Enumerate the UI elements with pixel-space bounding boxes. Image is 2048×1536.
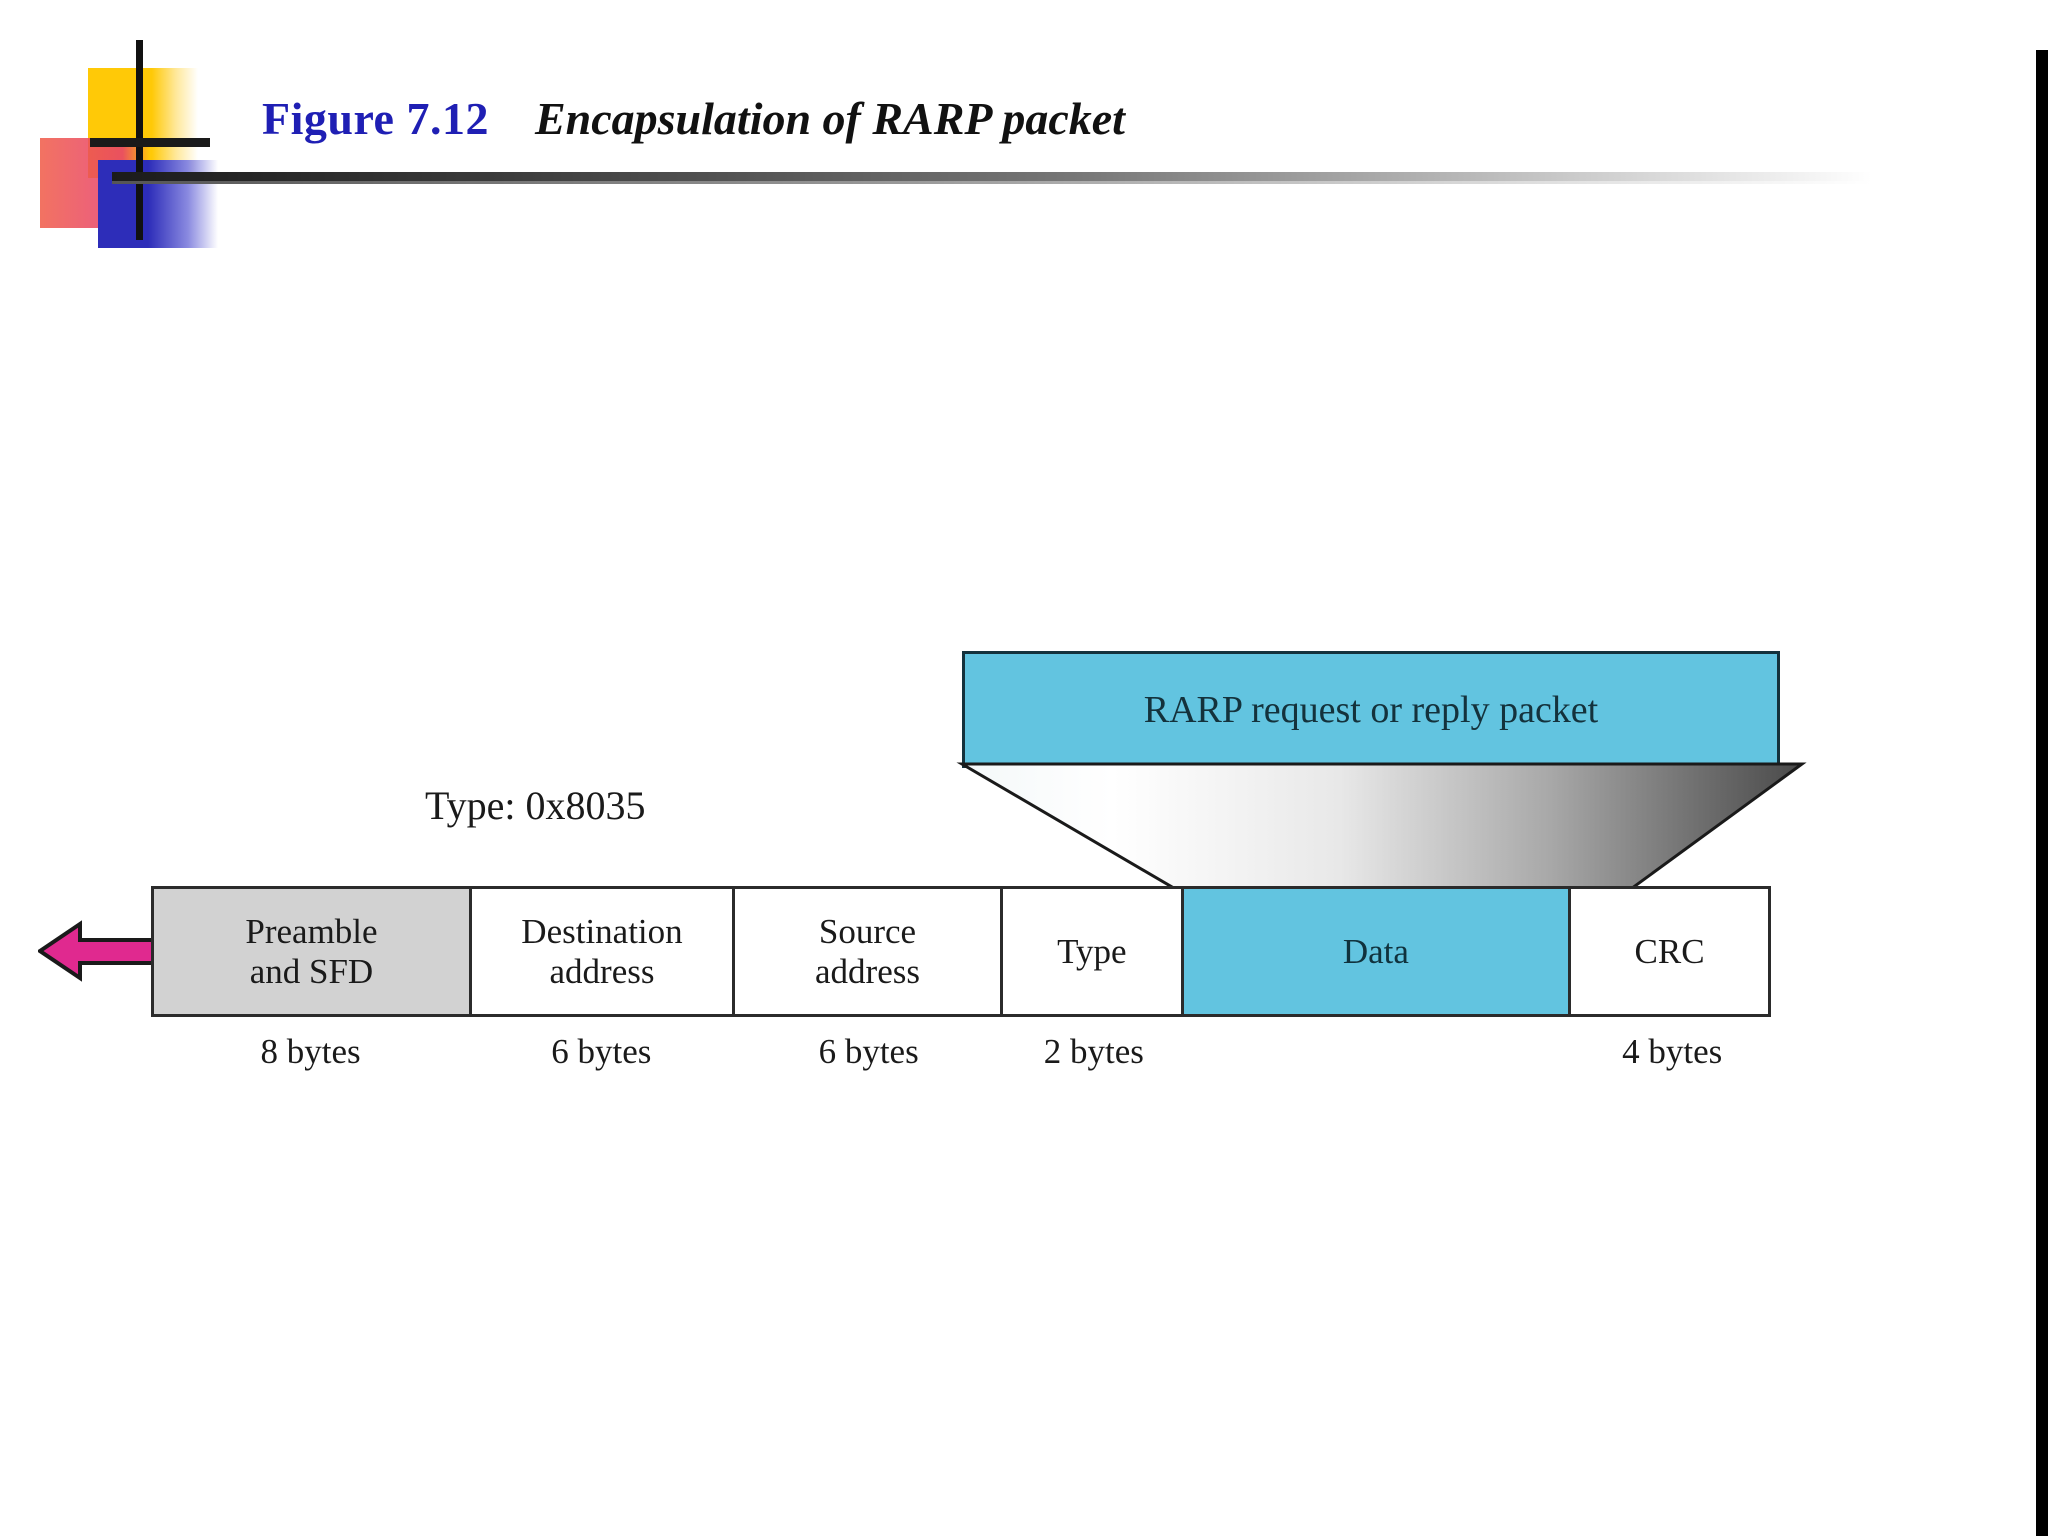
byte-label-source: 6 bytes: [818, 1032, 919, 1071]
page-edge-bar: [2036, 50, 2048, 1536]
figure-title: Figure 7.12 Encapsulation of RARP packet: [262, 92, 1125, 145]
frame-field-preamble-line1: Preamble: [245, 912, 378, 952]
frame-field-source-line1: Source: [818, 912, 917, 952]
rarp-payload-box: RARP request or reply packet: [962, 651, 1780, 768]
ethernet-frame-row: Preamble and SFD Destination address Sou…: [151, 886, 1771, 1017]
frame-field-destination-line2: address: [549, 951, 655, 991]
frame-field-type: Type: [1002, 889, 1184, 1014]
frame-field-preamble: Preamble and SFD: [154, 889, 472, 1014]
byte-label-preamble: 8 bytes: [260, 1032, 361, 1071]
funnel-connector: [956, 762, 1807, 896]
frame-field-type-line1: Type: [1057, 931, 1127, 971]
frame-field-destination-line1: Destination: [521, 912, 683, 952]
frame-field-source-address: Source address: [735, 889, 1003, 1014]
frame-field-crc-line1: CRC: [1634, 931, 1705, 971]
frame-field-destination-address: Destination address: [471, 889, 736, 1014]
frame-field-data: Data: [1183, 889, 1572, 1014]
frame-field-source-line2: address: [815, 951, 920, 991]
flow-direction-arrow: [38, 920, 163, 982]
frame-field-data-line1: Data: [1342, 931, 1409, 971]
byte-label-type: 2 bytes: [1043, 1032, 1144, 1071]
byte-label-destination: 6 bytes: [551, 1032, 652, 1071]
frame-field-preamble-line2: and SFD: [249, 951, 374, 991]
title-rule: [112, 172, 1872, 181]
frame-byte-labels: 8 bytes 6 bytes 6 bytes 2 bytes 4 bytes: [151, 1032, 1771, 1082]
frame-field-crc: CRC: [1571, 889, 1768, 1014]
deco-horizontal-bar: [90, 138, 210, 147]
figure-number: Figure 7.12: [262, 93, 489, 144]
type-annotation: Type: 0x8035: [425, 783, 646, 828]
rarp-payload-label: RARP request or reply packet: [1143, 688, 1599, 731]
title-rule-shadow: [112, 181, 1872, 184]
byte-label-crc: 4 bytes: [1622, 1032, 1723, 1071]
figure-caption: Encapsulation of RARP packet: [534, 93, 1125, 144]
